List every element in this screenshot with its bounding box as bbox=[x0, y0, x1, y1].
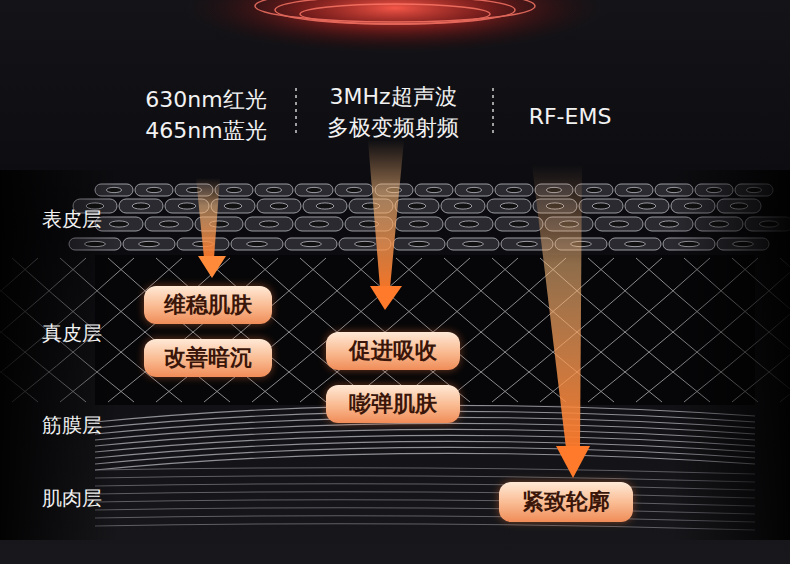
tech-name: RF-EMS bbox=[529, 104, 612, 130]
effect-pill: 嘭弹肌肤 bbox=[326, 385, 460, 423]
effect-pill: 紧致轮廓 bbox=[499, 482, 633, 522]
layer-name: 肌肉层 bbox=[42, 486, 102, 510]
ultrasound-spec: 3MHz超声波 bbox=[329, 84, 456, 110]
effect-pill: 促进吸收 bbox=[326, 332, 460, 370]
layer-name: 表皮层 bbox=[42, 207, 102, 231]
layer-name: 真皮层 bbox=[42, 321, 102, 345]
light-spec: 630nm红光 bbox=[145, 87, 266, 113]
effect-text: 改善暗沉 bbox=[164, 343, 252, 373]
effect-text: 维稳肌肤 bbox=[164, 290, 252, 320]
layer-name: 筋膜层 bbox=[42, 413, 102, 437]
effect-pill: 改善暗沉 bbox=[144, 339, 272, 377]
effect-text: 嘭弹肌肤 bbox=[349, 389, 437, 419]
effect-text: 促进吸收 bbox=[349, 336, 437, 366]
light-spec: 465nm蓝光 bbox=[145, 118, 266, 144]
effect-pill: 维稳肌肤 bbox=[144, 286, 272, 324]
effect-text: 紧致轮廓 bbox=[522, 487, 610, 517]
rf-spec: 多极变频射频 bbox=[327, 115, 459, 141]
